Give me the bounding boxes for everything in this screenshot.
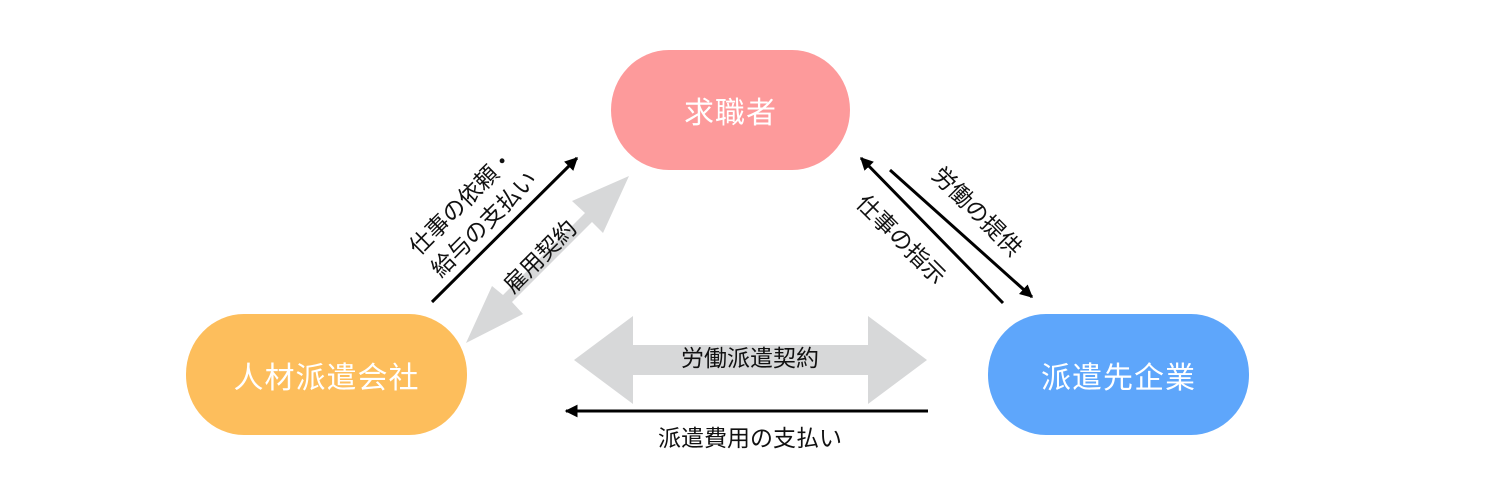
work-instruction-arrow: [859, 156, 1005, 305]
dispatch-contract-label: 労働派遣契約: [681, 346, 819, 372]
client-company-label: 派遣先企業: [1041, 360, 1196, 396]
staffing-agency-node: 人材派遣会社: [186, 314, 467, 435]
client-company-node: 派遣先企業: [988, 314, 1249, 435]
work-request-arrow: [430, 156, 579, 304]
staffing-agency-label: 人材派遣会社: [233, 360, 420, 396]
job-seeker-label: 求職者: [684, 96, 777, 131]
dispatch-fee-label: 派遣費用の支払い: [658, 426, 842, 452]
dispatch-contract-arrow: [574, 316, 927, 404]
job-seeker-node: 求職者: [611, 50, 850, 170]
labor-provision-arrow: [889, 168, 1033, 299]
employment-contract-arrow: [466, 176, 629, 343]
